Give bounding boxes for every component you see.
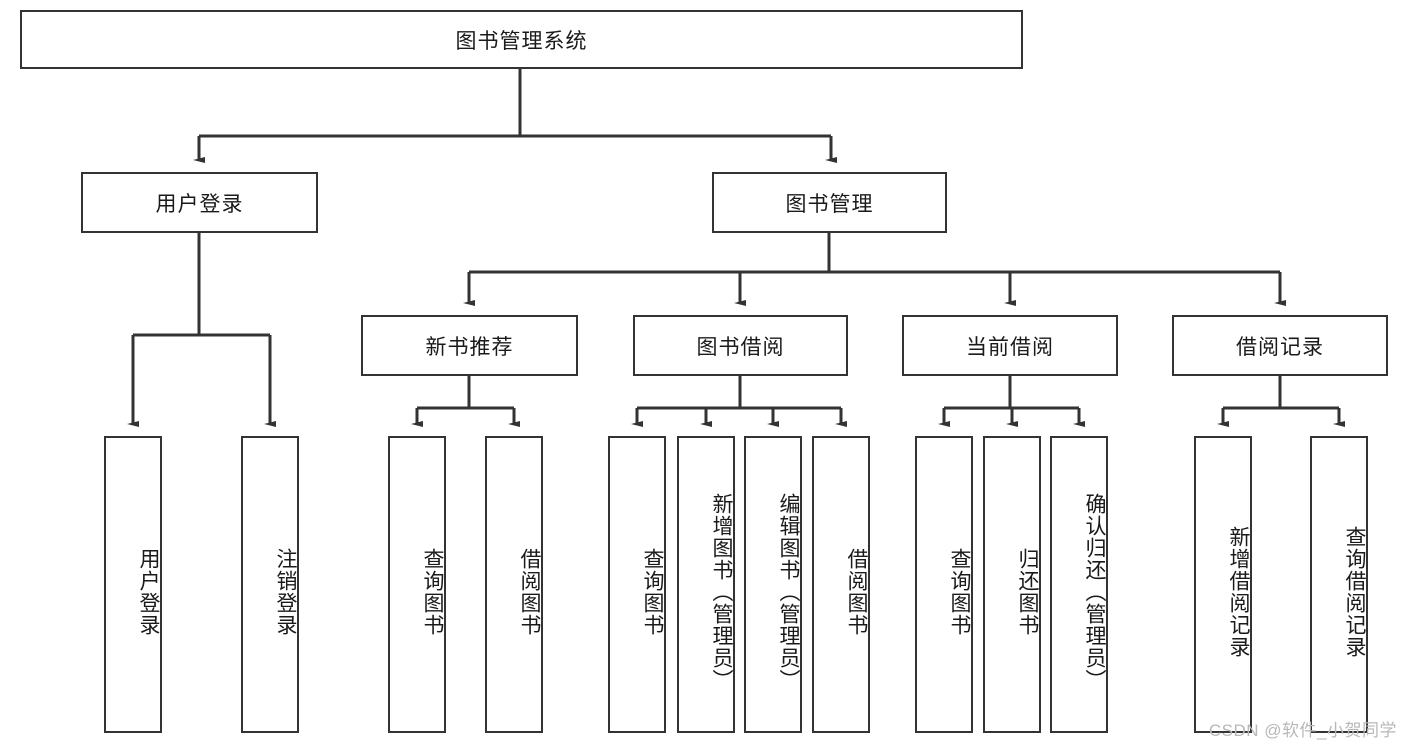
leaf-current-return-book[interactable]: 归还图书 — [983, 436, 1041, 733]
node-borrow-record-label: 借阅记录 — [1236, 335, 1324, 359]
node-current-borrow-label: 当前借阅 — [966, 335, 1054, 359]
node-new-book-recommend[interactable]: 新书推荐 — [361, 315, 578, 376]
leaf-new-book-borrow[interactable]: 借阅图书 — [485, 436, 543, 733]
node-root-system[interactable]: 图书管理系统 — [20, 10, 1023, 69]
leaf-record-query[interactable]: 查询借阅记录 — [1310, 436, 1368, 733]
leaf-borrow-add-book[interactable]: 新增图书（管理员） — [677, 436, 735, 733]
leaf-new-book-query-label: 查询图书 — [421, 547, 444, 636]
leaf-record-query-label: 查询借阅记录 — [1343, 525, 1366, 658]
leaf-user-login-logout-label: 注销登录 — [274, 547, 297, 636]
leaf-current-return-book-label: 归还图书 — [1016, 547, 1039, 636]
leaf-record-add[interactable]: 新增借阅记录 — [1194, 436, 1252, 733]
leaf-borrow-edit-book-label: 编辑图书（管理员） — [777, 492, 800, 691]
leaf-borrow-borrow-book[interactable]: 借阅图书 — [812, 436, 870, 733]
leaf-current-query-book-label: 查询图书 — [948, 547, 971, 636]
node-root-system-label: 图书管理系统 — [455, 29, 588, 53]
leaf-user-login-logout[interactable]: 注销登录 — [241, 436, 299, 733]
leaf-new-book-borrow-label: 借阅图书 — [518, 547, 541, 636]
leaf-new-book-query[interactable]: 查询图书 — [388, 436, 446, 733]
leaf-borrow-query-book[interactable]: 查询图书 — [608, 436, 666, 733]
leaf-borrow-edit-book[interactable]: 编辑图书（管理员） — [744, 436, 802, 733]
leaf-user-login-login-label: 用户登录 — [137, 547, 160, 636]
leaf-borrow-add-book-label: 新增图书（管理员） — [710, 492, 733, 691]
node-current-borrow[interactable]: 当前借阅 — [902, 315, 1118, 376]
leaf-record-add-label: 新增借阅记录 — [1227, 525, 1250, 658]
node-book-management[interactable]: 图书管理 — [712, 172, 947, 233]
node-user-login[interactable]: 用户登录 — [81, 172, 318, 233]
leaf-user-login-login[interactable]: 用户登录 — [104, 436, 162, 733]
leaf-borrow-query-book-label: 查询图书 — [641, 547, 664, 636]
leaf-borrow-borrow-book-label: 借阅图书 — [845, 547, 868, 636]
node-new-book-recommend-label: 新书推荐 — [425, 335, 514, 359]
node-borrow-record[interactable]: 借阅记录 — [1172, 315, 1388, 376]
node-book-borrow-label: 图书借阅 — [696, 335, 785, 359]
leaf-current-query-book[interactable]: 查询图书 — [915, 436, 973, 733]
node-book-borrow[interactable]: 图书借阅 — [633, 315, 848, 376]
node-book-management-label: 图书管理 — [785, 192, 874, 216]
node-user-login-label: 用户登录 — [155, 192, 244, 216]
leaf-current-confirm-return[interactable]: 确认归还（管理员） — [1050, 436, 1108, 733]
leaf-current-confirm-return-label: 确认归还（管理员） — [1083, 492, 1106, 691]
